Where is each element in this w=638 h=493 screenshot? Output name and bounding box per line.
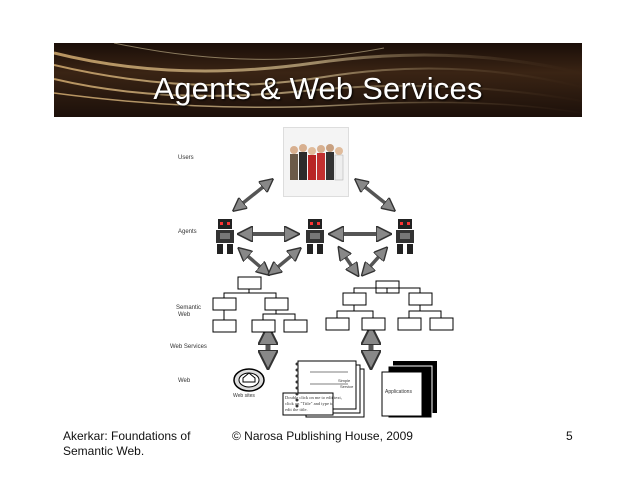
doc-tab-simple: Simple (338, 378, 351, 383)
agent-semantic-arrow-4 (366, 252, 383, 271)
web-sites-icon (233, 368, 265, 392)
agent-semantic-arrow-2 (273, 252, 296, 271)
doc-placeholder-line1: Double click on me to edit text, (285, 395, 342, 400)
applications-stack (381, 361, 437, 419)
doc-placeholder-line3: edit the title. (285, 407, 308, 412)
label-web-services: Web Services (170, 344, 207, 350)
label-semantic-web-1: Semantic (176, 305, 202, 311)
footer-copyright: © Narosa Publishing House, 2009 (232, 429, 413, 443)
doc-tab-service: Service (340, 384, 354, 389)
agent-robot-middle-icon (306, 219, 324, 254)
page-number: 5 (566, 429, 573, 443)
agent-semantic-arrow-3 (342, 252, 355, 271)
slide-title: Agents & Web Services (153, 71, 483, 106)
service-documents-stack (282, 360, 365, 418)
people-group-icon (290, 144, 344, 181)
right-semantic-tree (325, 280, 454, 331)
agent-robot-right-icon (396, 219, 414, 254)
footer-author: Akerkar: Foundations of Semantic Web. (63, 429, 223, 459)
label-users: Users (178, 155, 194, 161)
left-semantic-tree (212, 276, 308, 333)
label-web: Web (178, 378, 191, 384)
footer-author-line1: Akerkar: Foundations of (63, 429, 191, 443)
label-applications: Applications (385, 389, 412, 395)
agent-semantic-arrow-1 (243, 252, 265, 271)
footer-author-line2: Semantic Web. (63, 444, 145, 458)
users-agent-right-arrow (360, 183, 390, 207)
title-banner: Agents & Web Services (54, 43, 582, 117)
banner-swirl-graphic (54, 43, 582, 114)
label-semantic-web-2: Web (178, 312, 191, 318)
doc-placeholder-line2: click on "Title" and type to (285, 401, 334, 406)
users-photo (283, 127, 349, 197)
users-agent-left-arrow (238, 183, 268, 207)
agent-robot-left-icon (216, 219, 234, 254)
label-web-sites: Web sites (233, 393, 255, 399)
label-agents: Agents (178, 229, 197, 235)
